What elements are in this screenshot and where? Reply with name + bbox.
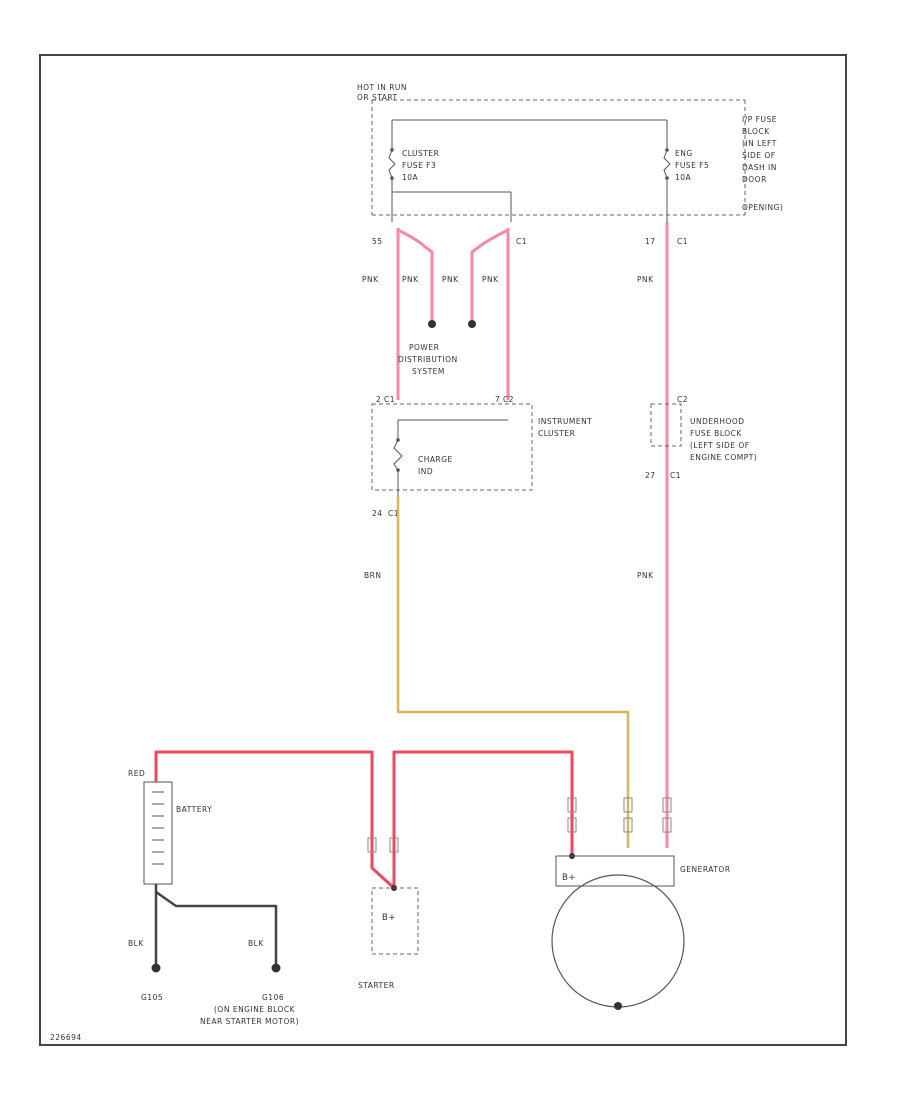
cluster-conn-c1: C1 [384, 395, 395, 404]
cluster-pin-2: 2 [376, 395, 381, 404]
ip-fuse-block-label: I/P FUSE BLOCK (IN LEFT SIDE OF DASH IN … [742, 115, 783, 212]
underhood-conn-c1: C1 [670, 471, 681, 480]
charge-ind-label-1: CHARGE [418, 455, 453, 464]
cluster-fuse: CLUSTER FUSE F3 10A [388, 120, 512, 222]
underhood-label-3: (LEFT SIDE OF [690, 441, 750, 450]
wire-label-red: RED [128, 769, 145, 778]
generator-label: GENERATOR [680, 865, 731, 874]
red-battery-cable [154, 750, 577, 891]
eng-fuse-name: ENG [675, 149, 693, 158]
power-distribution-label-1: POWER [409, 343, 439, 352]
ip-fuse-label-1: I/P FUSE [742, 115, 777, 124]
ip-fuse-label-3: (IN LEFT [742, 139, 777, 148]
ground-wires: BLK BLK G105 G106 (ON ENGINE BLOCK NEAR … [128, 884, 299, 1026]
cluster-pin-24: 24 [372, 509, 383, 518]
ip-fuse-label-7: OPENING) [742, 203, 783, 212]
ip-fuse-label-6: DOOR [742, 175, 767, 184]
wire-label-blk-1: BLK [128, 939, 144, 948]
power-distribution-wires: PNK PNK PNK PNK POWER DISTRIBUTION SYSTE… [362, 228, 510, 400]
underhood-label-1: UNDERHOOD [690, 417, 745, 426]
brn-wire: BRN [364, 496, 633, 848]
cluster-pin-7: 7 [495, 395, 500, 404]
power-distribution-label-2: DISTRIBUTION [398, 355, 458, 364]
wire-label-blk-2: BLK [248, 939, 264, 948]
eng-fuse-rating: 10A [675, 173, 692, 182]
wire-label-pnk-gen: PNK [637, 571, 654, 580]
underhood-label-4: ENGINE COMPT) [690, 453, 757, 462]
underhood-label-2: FUSE BLOCK [690, 429, 742, 438]
diagram-frame [39, 54, 847, 1046]
generator: B+ GENERATOR [551, 855, 731, 1010]
power-distribution-label-3: SYSTEM [412, 367, 445, 376]
generator-terminal: B+ [562, 873, 576, 883]
instrument-cluster-label-2: CLUSTER [538, 429, 575, 438]
wire-label-brn: BRN [364, 571, 381, 580]
wire-label-pnk-eng: PNK [637, 275, 654, 284]
starter-terminal: B+ [382, 913, 396, 923]
cluster-conn-c1-bottom: C1 [388, 509, 399, 518]
ip-fuse-label-2: BLOCK [742, 127, 770, 136]
eng-fuse: ENG FUSE F5 10A [663, 120, 709, 222]
ground-g106-desc-2: NEAR STARTER MOTOR) [200, 1017, 299, 1026]
eng-fuse-id: FUSE F5 [675, 161, 709, 170]
fuse-block-connectors: 55 C1 17 C1 [372, 237, 688, 246]
hot-label-line2: OR START [357, 93, 398, 102]
wire-label-pnk-4: PNK [482, 275, 499, 284]
cluster-conn-c2: C2 [503, 395, 514, 404]
cluster-fuse-rating: 10A [402, 173, 419, 182]
underhood-conn-c2: C2 [677, 395, 688, 404]
connector-pin-17: 17 [645, 237, 656, 246]
connector-c1-cluster: C1 [516, 237, 527, 246]
cluster-fuse-name: CLUSTER [402, 149, 439, 158]
ip-fuse-label-5: DASH IN [742, 163, 777, 172]
wire-label-pnk-2: PNK [402, 275, 419, 284]
instrument-cluster: 2 C1 7 C2 CHARGE IND INSTRUMENT CLUSTER … [371, 395, 592, 518]
wire-label-pnk-3: PNK [442, 275, 459, 284]
figure-id: 226694 [50, 1033, 82, 1042]
starter-label: STARTER [358, 981, 395, 990]
starter: B+ STARTER [358, 887, 419, 990]
cluster-fuse-id: FUSE F3 [402, 161, 436, 170]
connector-c1-eng: C1 [677, 237, 688, 246]
connector-pin-55: 55 [372, 237, 383, 246]
charge-ind-label-2: IND [418, 467, 433, 476]
hot-in-run-bus: HOT IN RUN OR START [357, 83, 746, 216]
ground-g105: G105 [141, 993, 163, 1002]
pnk-eng-wire: PNK PNK C2 27 C1 UNDERHOOD FUSE BLOCK (L… [637, 222, 757, 848]
battery: BATTERY RED [128, 769, 212, 885]
ip-fuse-label-4: SIDE OF [742, 151, 776, 160]
hot-label-line1: HOT IN RUN [357, 83, 407, 92]
underhood-pin-27: 27 [645, 471, 656, 480]
ground-g106-desc-1: (ON ENGINE BLOCK [214, 1005, 296, 1014]
wire-label-pnk-1: PNK [362, 275, 379, 284]
instrument-cluster-label-1: INSTRUMENT [538, 417, 592, 426]
ground-g106: G106 [262, 993, 284, 1002]
battery-label: BATTERY [176, 805, 212, 814]
